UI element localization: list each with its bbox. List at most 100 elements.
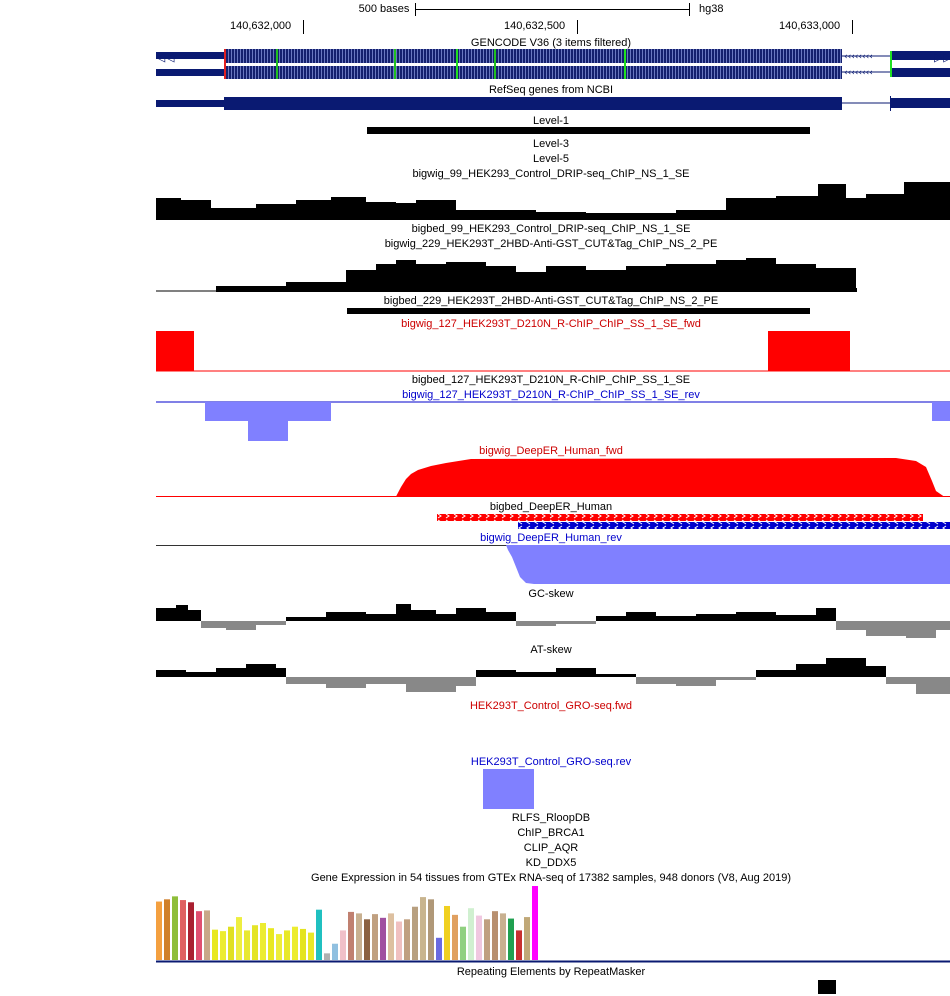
gtex-tissue-bar[interactable] <box>244 930 250 960</box>
bigwig-127-rev-signal[interactable] <box>156 401 950 443</box>
gtex-tissue-bar[interactable] <box>364 919 370 960</box>
gtex-tissue-bar[interactable] <box>524 917 530 960</box>
bigwig-99-track-label[interactable]: bigwig_99_HEK293_Control_DRIP-seq_ChIP_N… <box>412 168 690 180</box>
gencode-track-label[interactable]: GENCODE V36 (3 items filtered) <box>470 37 632 49</box>
position-tick-2 <box>577 20 578 34</box>
gtex-tissue-bar[interactable] <box>252 925 258 960</box>
assembly-label: hg38 <box>699 3 724 15</box>
deeper-rev-track-label[interactable]: bigwig_DeepER_Human_rev <box>480 532 622 544</box>
bigbed-229-track-label[interactable]: bigbed_229_HEK293T_2HBD-Anti-GST_CUT&Tag… <box>383 295 719 307</box>
gtex-tissue-bar[interactable] <box>388 913 394 960</box>
deeper-bed-features[interactable] <box>156 513 950 531</box>
gtex-tissue-bar[interactable] <box>324 953 330 960</box>
gro-rev-signal[interactable] <box>483 769 534 809</box>
gtex-tissue-bar[interactable] <box>300 928 306 960</box>
gtex-tissue-bar[interactable] <box>284 930 290 960</box>
gtex-tissue-bar[interactable] <box>500 913 506 960</box>
bigbed-127-track-label[interactable]: bigbed_127_HEK293T_D210N_R-ChIP_ChIP_SS_… <box>411 374 691 386</box>
gtex-tissue-bar[interactable] <box>268 928 274 960</box>
gtex-tissue-bar[interactable] <box>356 913 362 960</box>
gtex-tissue-bar[interactable] <box>508 918 514 960</box>
gtex-tissue-bar[interactable] <box>444 905 450 960</box>
gtex-tissue-bar[interactable] <box>188 902 194 960</box>
bigbed-99-track-label[interactable]: bigbed_99_HEK293_Control_DRIP-seq_ChIP_N… <box>411 223 691 235</box>
rlfs-track-label[interactable]: RLFS_RloopDB <box>511 812 591 824</box>
chip-brca1-track-label[interactable]: ChIP_BRCA1 <box>517 827 585 839</box>
gtex-tissue-bar[interactable] <box>428 899 434 960</box>
repeatmasker-feature[interactable] <box>818 980 836 994</box>
gtex-tissue-bar[interactable] <box>396 921 402 960</box>
gtex-tissue-bar[interactable] <box>204 910 210 960</box>
gtex-tissue-bar[interactable] <box>460 926 466 960</box>
gtex-tissue-bar[interactable] <box>476 915 482 960</box>
gtex-tissue-bar[interactable] <box>292 926 298 960</box>
bigwig-127-fwd-track-label[interactable]: bigwig_127_HEK293T_D210N_R-ChIP_ChIP_SS_… <box>401 318 701 330</box>
gtex-tissue-bar[interactable] <box>180 900 186 960</box>
level1-track-label[interactable]: Level-1 <box>532 115 570 127</box>
gtex-tissue-bar[interactable] <box>260 923 266 960</box>
deeper-fwd-track-label[interactable]: bigwig_DeepER_Human_fwd <box>479 445 623 457</box>
deeper-bed-track-label[interactable]: bigbed_DeepER_Human <box>489 501 613 513</box>
refseq-gene-model[interactable] <box>156 96 950 112</box>
bigwig-127-rev-track-label[interactable]: bigwig_127_HEK293T_D210N_R-ChIP_ChIP_SS_… <box>402 389 700 401</box>
gtex-expression-bars[interactable] <box>156 884 950 964</box>
gro-fwd-track-label[interactable]: HEK293T_Control_GRO-seq.fwd <box>469 700 633 712</box>
gtex-tissue-bar[interactable] <box>348 911 354 960</box>
gtex-tissue-bar[interactable] <box>484 919 490 960</box>
svg-text:◁◁: ◁◁ <box>156 50 174 64</box>
at-skew-signal[interactable] <box>156 656 950 698</box>
gtex-tissue-bar[interactable] <box>236 917 242 960</box>
refseq-track-label[interactable]: RefSeq genes from NCBI <box>488 84 614 96</box>
position-tick-1 <box>303 20 304 34</box>
deeper-rev-signal[interactable] <box>156 545 950 585</box>
gtex-tissue-bar[interactable] <box>228 926 234 960</box>
gtex-tissue-bar[interactable] <box>516 930 522 960</box>
gtex-tissue-bar[interactable] <box>452 914 458 960</box>
gtex-tissue-bar[interactable] <box>332 943 338 960</box>
scale-bar-right-cap <box>689 3 690 16</box>
gro-rev-track-label[interactable]: HEK293T_Control_GRO-seq.rev <box>470 756 632 768</box>
bigwig-229-track-label[interactable]: bigwig_229_HEK293T_2HBD-Anti-GST_CUT&Tag… <box>384 238 718 250</box>
gtex-tissue-bar[interactable] <box>220 931 226 960</box>
clip-aqr-track-label[interactable]: CLIP_AQR <box>523 842 579 854</box>
level3-track-label[interactable]: Level-3 <box>532 138 570 150</box>
level1-feature[interactable] <box>367 127 810 134</box>
gtex-tissue-bar[interactable] <box>420 897 426 960</box>
position-label-3: 140,633,000 <box>779 20 841 32</box>
gencode-gene-models[interactable]: ‹‹‹‹‹‹‹‹ ‹‹‹‹‹‹‹‹ ◁◁ ▷▷ <box>156 49 950 81</box>
repeatmasker-track-label[interactable]: Repeating Elements by RepeatMasker <box>456 966 646 978</box>
bigwig-127-fwd-signal[interactable] <box>156 330 950 372</box>
deeper-fwd-signal[interactable] <box>156 457 950 497</box>
position-label-1: 140,632,000 <box>230 20 292 32</box>
gtex-track-label[interactable]: Gene Expression in 54 tissues from GTEx … <box>311 872 791 884</box>
gtex-tissue-bar[interactable] <box>372 914 378 960</box>
gtex-tissue-bar[interactable] <box>156 901 162 960</box>
scale-label: 500 bases <box>358 3 410 15</box>
gtex-tissue-bar[interactable] <box>196 911 202 960</box>
gtex-tissue-bar[interactable] <box>340 930 346 960</box>
gtex-tissue-bar[interactable] <box>316 909 322 960</box>
gtex-tissue-bar[interactable] <box>492 911 498 960</box>
position-tick-3 <box>852 20 853 34</box>
gtex-tissue-bar[interactable] <box>212 929 218 960</box>
kd-ddx5-track-label[interactable]: KD_DDX5 <box>525 857 577 869</box>
gtex-tissue-bar[interactable] <box>404 919 410 960</box>
gtex-tissue-bar[interactable] <box>308 932 314 960</box>
gtex-tissue-bar[interactable] <box>436 937 442 960</box>
gc-skew-track-label[interactable]: GC-skew <box>528 588 574 600</box>
bigwig-229-signal[interactable] <box>156 250 950 292</box>
gtex-tissue-bar[interactable] <box>532 886 538 960</box>
gtex-tissue-bar[interactable] <box>412 906 418 960</box>
gtex-tissue-bar[interactable] <box>380 917 386 960</box>
gtex-tissue-bar[interactable] <box>276 934 282 960</box>
level5-track-label[interactable]: Level-5 <box>532 153 570 165</box>
at-skew-track-label[interactable]: AT-skew <box>530 644 572 656</box>
scale-bar <box>415 9 690 10</box>
bigbed-229-feature[interactable] <box>347 308 810 314</box>
gc-skew-signal[interactable] <box>156 600 950 642</box>
gtex-tissue-bar[interactable] <box>164 899 170 960</box>
gtex-tissue-bar[interactable] <box>172 896 178 960</box>
bigwig-99-signal[interactable] <box>156 180 950 220</box>
gtex-tissue-bar[interactable] <box>468 908 474 960</box>
